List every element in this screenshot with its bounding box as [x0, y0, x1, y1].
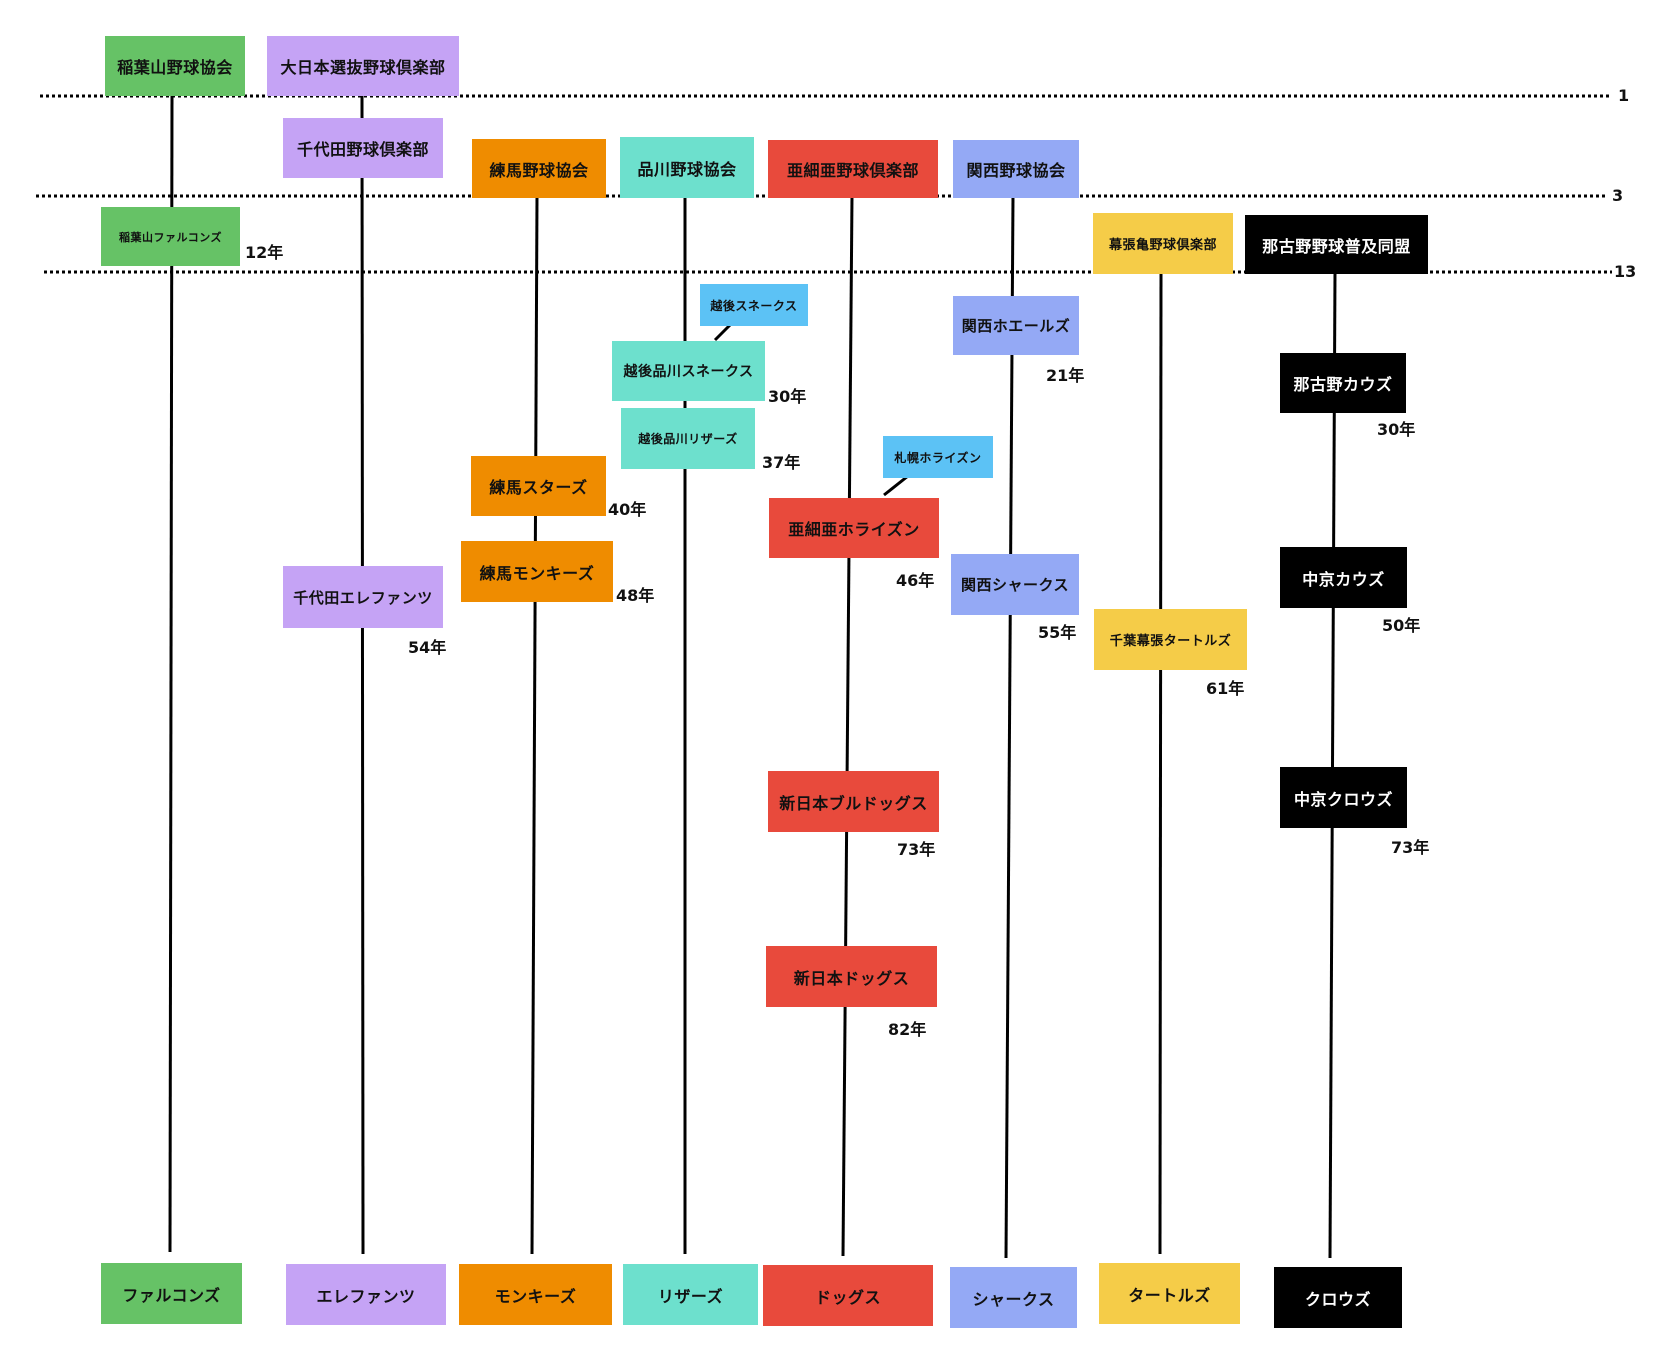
node-kansai-whales: 関西ホエールズ	[953, 296, 1079, 355]
reference-label-3: 3	[1612, 186, 1624, 205]
node-inabayama-assoc: 稲葉山野球協会	[105, 36, 245, 96]
reference-label-1: 1	[1618, 86, 1630, 105]
node-nerima-stars: 練馬スターズ	[471, 456, 606, 516]
red-line	[841, 195, 854, 1257]
node-kansai-assoc: 関西野球協会	[953, 140, 1079, 198]
purple-line	[360, 95, 365, 1255]
node-falcons: ファルコンズ	[101, 1263, 242, 1324]
yellow-line	[1158, 271, 1163, 1255]
year-chiba-makuhari-turtles: 61年	[1206, 679, 1245, 698]
year-inabayama-falcons: 12年	[245, 243, 284, 262]
year-kansai-sharks: 55年	[1038, 623, 1077, 642]
year-chukyo-crows: 73年	[1391, 838, 1430, 857]
year-asia-horizon: 46年	[896, 571, 935, 590]
year-shinnihon-dogs: 82年	[888, 1020, 927, 1039]
node-chiyoda-elephants: 千代田エレファンツ	[283, 566, 443, 628]
node-asia-horizon: 亜細亜ホライズン	[769, 498, 939, 558]
node-elephants: エレファンツ	[286, 1264, 446, 1325]
node-chukyo-crows: 中京クロウズ	[1280, 767, 1407, 828]
node-turtles: タートルズ	[1099, 1263, 1240, 1324]
green-line	[168, 95, 174, 1253]
node-chukyo-cows: 中京カウズ	[1280, 547, 1407, 608]
node-kansai-sharks: 関西シャークス	[951, 554, 1079, 615]
black-line	[1328, 271, 1337, 1259]
blue-line	[1004, 195, 1015, 1259]
node-inabayama-falcons: 稲葉山ファルコンズ	[101, 207, 240, 266]
year-echigo-shinagawa-snakes: 30年	[768, 387, 807, 406]
reference-label-13: 13	[1614, 262, 1637, 281]
node-shinnihon-bulldogs: 新日本ブルドッグス	[768, 771, 939, 832]
node-asia-club: 亜細亜野球倶楽部	[768, 140, 938, 198]
year-nerima-stars: 40年	[608, 500, 647, 519]
node-chiba-makuhari-turtles: 千葉幕張タートルズ	[1094, 609, 1247, 670]
node-dainippon-club: 大日本選抜野球倶楽部	[267, 36, 459, 96]
node-shinagawa-assoc: 品川野球協会	[620, 137, 754, 198]
node-lizards: リザーズ	[623, 1264, 758, 1325]
node-monkeys: モンキーズ	[459, 1264, 612, 1325]
node-sharks: シャークス	[950, 1267, 1077, 1328]
year-nerima-monkeys: 48年	[616, 586, 655, 605]
node-nagoya-cows: 那古野カウズ	[1280, 353, 1406, 413]
node-dogs: ドッグス	[763, 1265, 933, 1326]
node-shinnihon-dogs: 新日本ドッグス	[766, 946, 937, 1007]
node-nerima-monkeys: 練馬モンキーズ	[461, 541, 613, 602]
horizon-merge-line	[883, 474, 909, 497]
node-sapporo-horizon: 札幌ホライズン	[883, 436, 993, 478]
node-makuhari-club: 幕張亀野球倶楽部	[1093, 213, 1233, 274]
node-echigo-shinagawa-lizards: 越後品川リザーズ	[621, 408, 755, 469]
year-echigo-shinagawa-lizards: 37年	[762, 453, 801, 472]
year-nagoya-cows: 30年	[1377, 420, 1416, 439]
year-shinnihon-bulldogs: 73年	[897, 840, 936, 859]
node-crows: クロウズ	[1274, 1267, 1402, 1328]
orange-line	[530, 195, 539, 1255]
node-nerima-assoc: 練馬野球協会	[472, 139, 606, 198]
year-chiyoda-elephants: 54年	[408, 638, 447, 657]
node-echigo-snakes: 越後スネークス	[700, 284, 808, 326]
node-chiyoda-club: 千代田野球倶楽部	[283, 118, 443, 178]
year-chukyo-cows: 50年	[1382, 616, 1421, 635]
node-echigo-shinagawa-snakes: 越後品川スネークス	[612, 341, 765, 401]
node-nagoya-league: 那古野野球普及同盟	[1245, 215, 1428, 274]
year-kansai-whales: 21年	[1046, 366, 1085, 385]
